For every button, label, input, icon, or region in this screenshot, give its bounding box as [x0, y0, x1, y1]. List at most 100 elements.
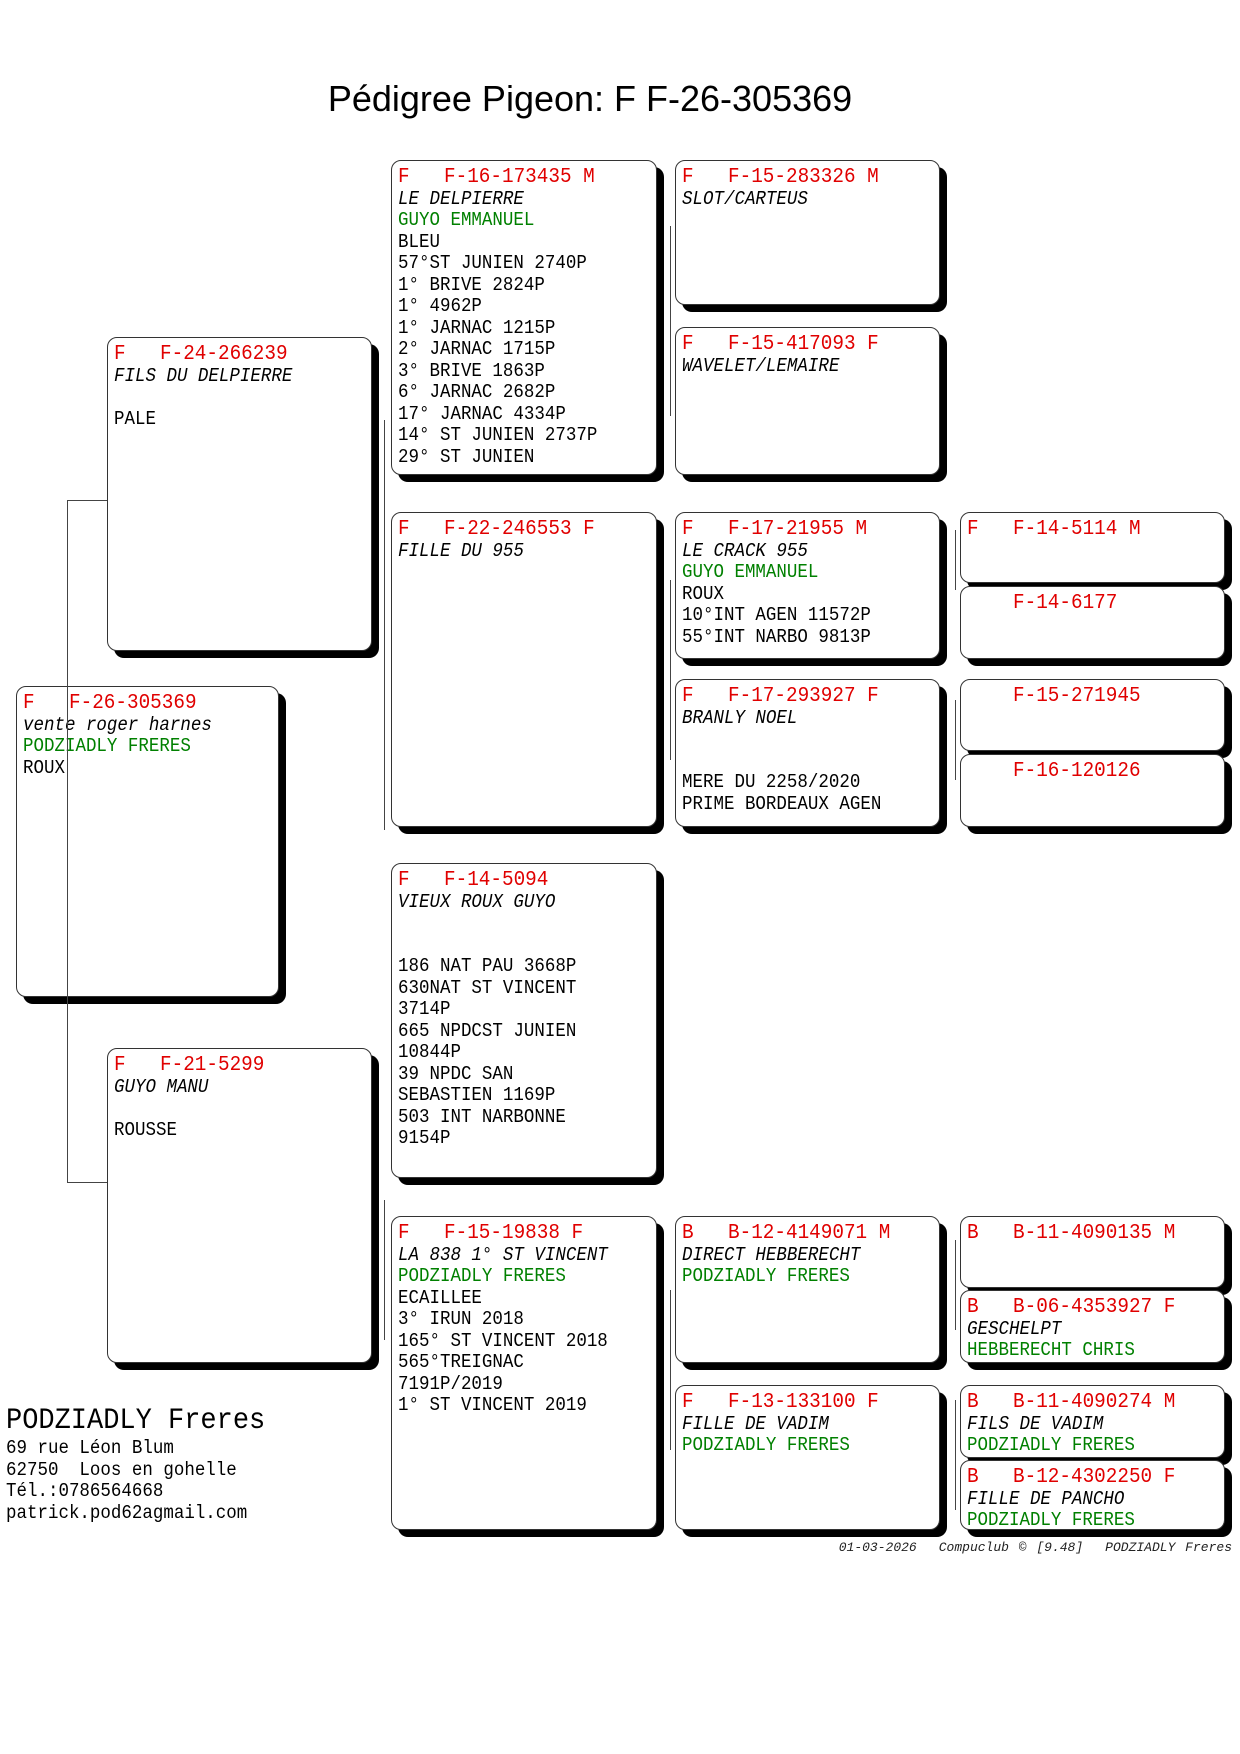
pigeon-name: BRANLY NOEL	[682, 706, 798, 729]
pigeon-owner: GUYO EMMANUEL	[682, 561, 819, 583]
pigeon-name: LE CRACK 955	[682, 539, 808, 562]
ring-number: F-15-417093 F	[728, 333, 879, 356]
connector-line	[670, 1290, 671, 1450]
pigeon-info: 3° IRUN 2018	[398, 1308, 524, 1330]
country-code: B	[967, 1466, 979, 1489]
pigeon-name: FILS DU DELPIERRE	[114, 364, 293, 387]
ring-number: F-16-120126	[1013, 760, 1141, 783]
pigeon-name: FILLE DE VADIM	[682, 1412, 829, 1435]
pigeon-name: GUYO MANU	[114, 1075, 209, 1098]
pigeon-card-sdss[interactable]: F F-14-5114 M	[960, 512, 1225, 583]
breeder-email: patrick.pod62agmail.com	[6, 1501, 248, 1524]
pigeon-info: 14° ST JUNIEN 2737P	[398, 424, 598, 446]
pigeon-info: ROUX	[682, 582, 724, 605]
pigeon-info	[114, 1098, 350, 1120]
ring-number: B-11-4090274 M	[1013, 1391, 1176, 1414]
pigeon-name: VIEUX ROUX GUYO	[398, 890, 556, 913]
pigeon-info	[398, 935, 635, 957]
pigeon-info: 665 NPDCST JUNIEN	[398, 1019, 577, 1042]
pigeon-name: vente roger harnes	[23, 713, 212, 736]
pigeon-owner: PODZIADLY FRERES	[967, 1434, 1135, 1456]
ring-number: F-15-19838 F	[444, 1222, 584, 1245]
card-header: B B-12-4302250 F	[967, 1467, 1203, 1489]
pigeon-info: 630NAT ST VINCENT	[398, 976, 577, 999]
pigeon-info: 1° ST VINCENT 2019	[398, 1394, 587, 1416]
pigeon-info: 39 NPDC SAN	[398, 1062, 514, 1085]
pigeon-info: ROUSSE	[114, 1118, 177, 1141]
pigeon-info	[398, 913, 635, 935]
country-code: B	[682, 1222, 694, 1245]
card-header: F-16-120126	[967, 761, 1203, 783]
connector-line	[955, 1400, 956, 1510]
country-code: F	[682, 685, 694, 708]
pigeon-card-sdds[interactable]: F-15-271945	[960, 679, 1225, 751]
page-title: Pédigree Pigeon: F F-26-305369	[327, 78, 853, 119]
country-code: F	[398, 1222, 410, 1245]
country-code: B	[967, 1222, 979, 1245]
card-header: F F-17-293927 F	[682, 686, 918, 708]
pigeon-info: MERE DU 2258/2020	[682, 771, 861, 793]
connector-line	[670, 580, 671, 760]
ring-number: F-17-293927 F	[728, 685, 879, 708]
ring-number: F-15-283326 M	[728, 166, 879, 189]
pigeon-info: 55°INT NARBO 9813P	[682, 625, 871, 648]
ring-number: F-14-5114 M	[1013, 518, 1141, 541]
ring-number: F-16-173435 M	[444, 166, 595, 189]
card-header: F-14-6177	[967, 593, 1203, 615]
pigeon-info: 186 NAT PAU 3668P	[398, 955, 577, 977]
pigeon-info: 7191P/2019	[398, 1372, 503, 1395]
country-code: F	[23, 692, 35, 715]
pigeon-info	[682, 729, 918, 751]
country-code: B	[967, 1296, 979, 1319]
footer-software: Compuclub © [9.48]	[938, 1540, 1084, 1555]
ring-number: F-24-266239	[160, 343, 288, 366]
connector-line	[955, 1240, 956, 1330]
pigeon-info: SEBASTIEN 1169P	[398, 1084, 556, 1106]
pigeon-info	[114, 387, 350, 409]
pigeon-info: 6° JARNAC 2682P	[398, 381, 556, 403]
connector-line	[67, 500, 107, 501]
pigeon-owner: HEBBERECHT CHRIS	[967, 1339, 1135, 1361]
country-code: F	[682, 518, 694, 541]
ring-number: F-14-6177	[1013, 592, 1118, 615]
country-code: F	[967, 518, 979, 541]
pigeon-card-sddd[interactable]: F-16-120126	[960, 754, 1225, 827]
card-header: B B-11-4090274 M	[967, 1392, 1203, 1414]
ring-number: F-14-5094	[444, 869, 549, 892]
card-header: F F-15-19838 F	[398, 1223, 635, 1245]
country-code: B	[967, 1391, 979, 1414]
card-header: F F-14-5114 M	[967, 519, 1203, 541]
pigeon-card-sdsd[interactable]: F-14-6177	[960, 586, 1225, 659]
pigeon-owner: PODZIADLY FRERES	[398, 1265, 566, 1287]
ring-number: B-12-4302250 F	[1013, 1466, 1176, 1489]
pigeon-info: 10°INT AGEN 11572P	[682, 604, 871, 626]
pigeon-info: ECAILLEE	[398, 1286, 482, 1309]
pigeon-info: PRIME BORDEAUX AGEN	[682, 792, 882, 815]
country-code: F	[398, 166, 410, 189]
connector-line	[384, 420, 385, 830]
pigeon-name: LE DELPIERRE	[398, 187, 524, 210]
